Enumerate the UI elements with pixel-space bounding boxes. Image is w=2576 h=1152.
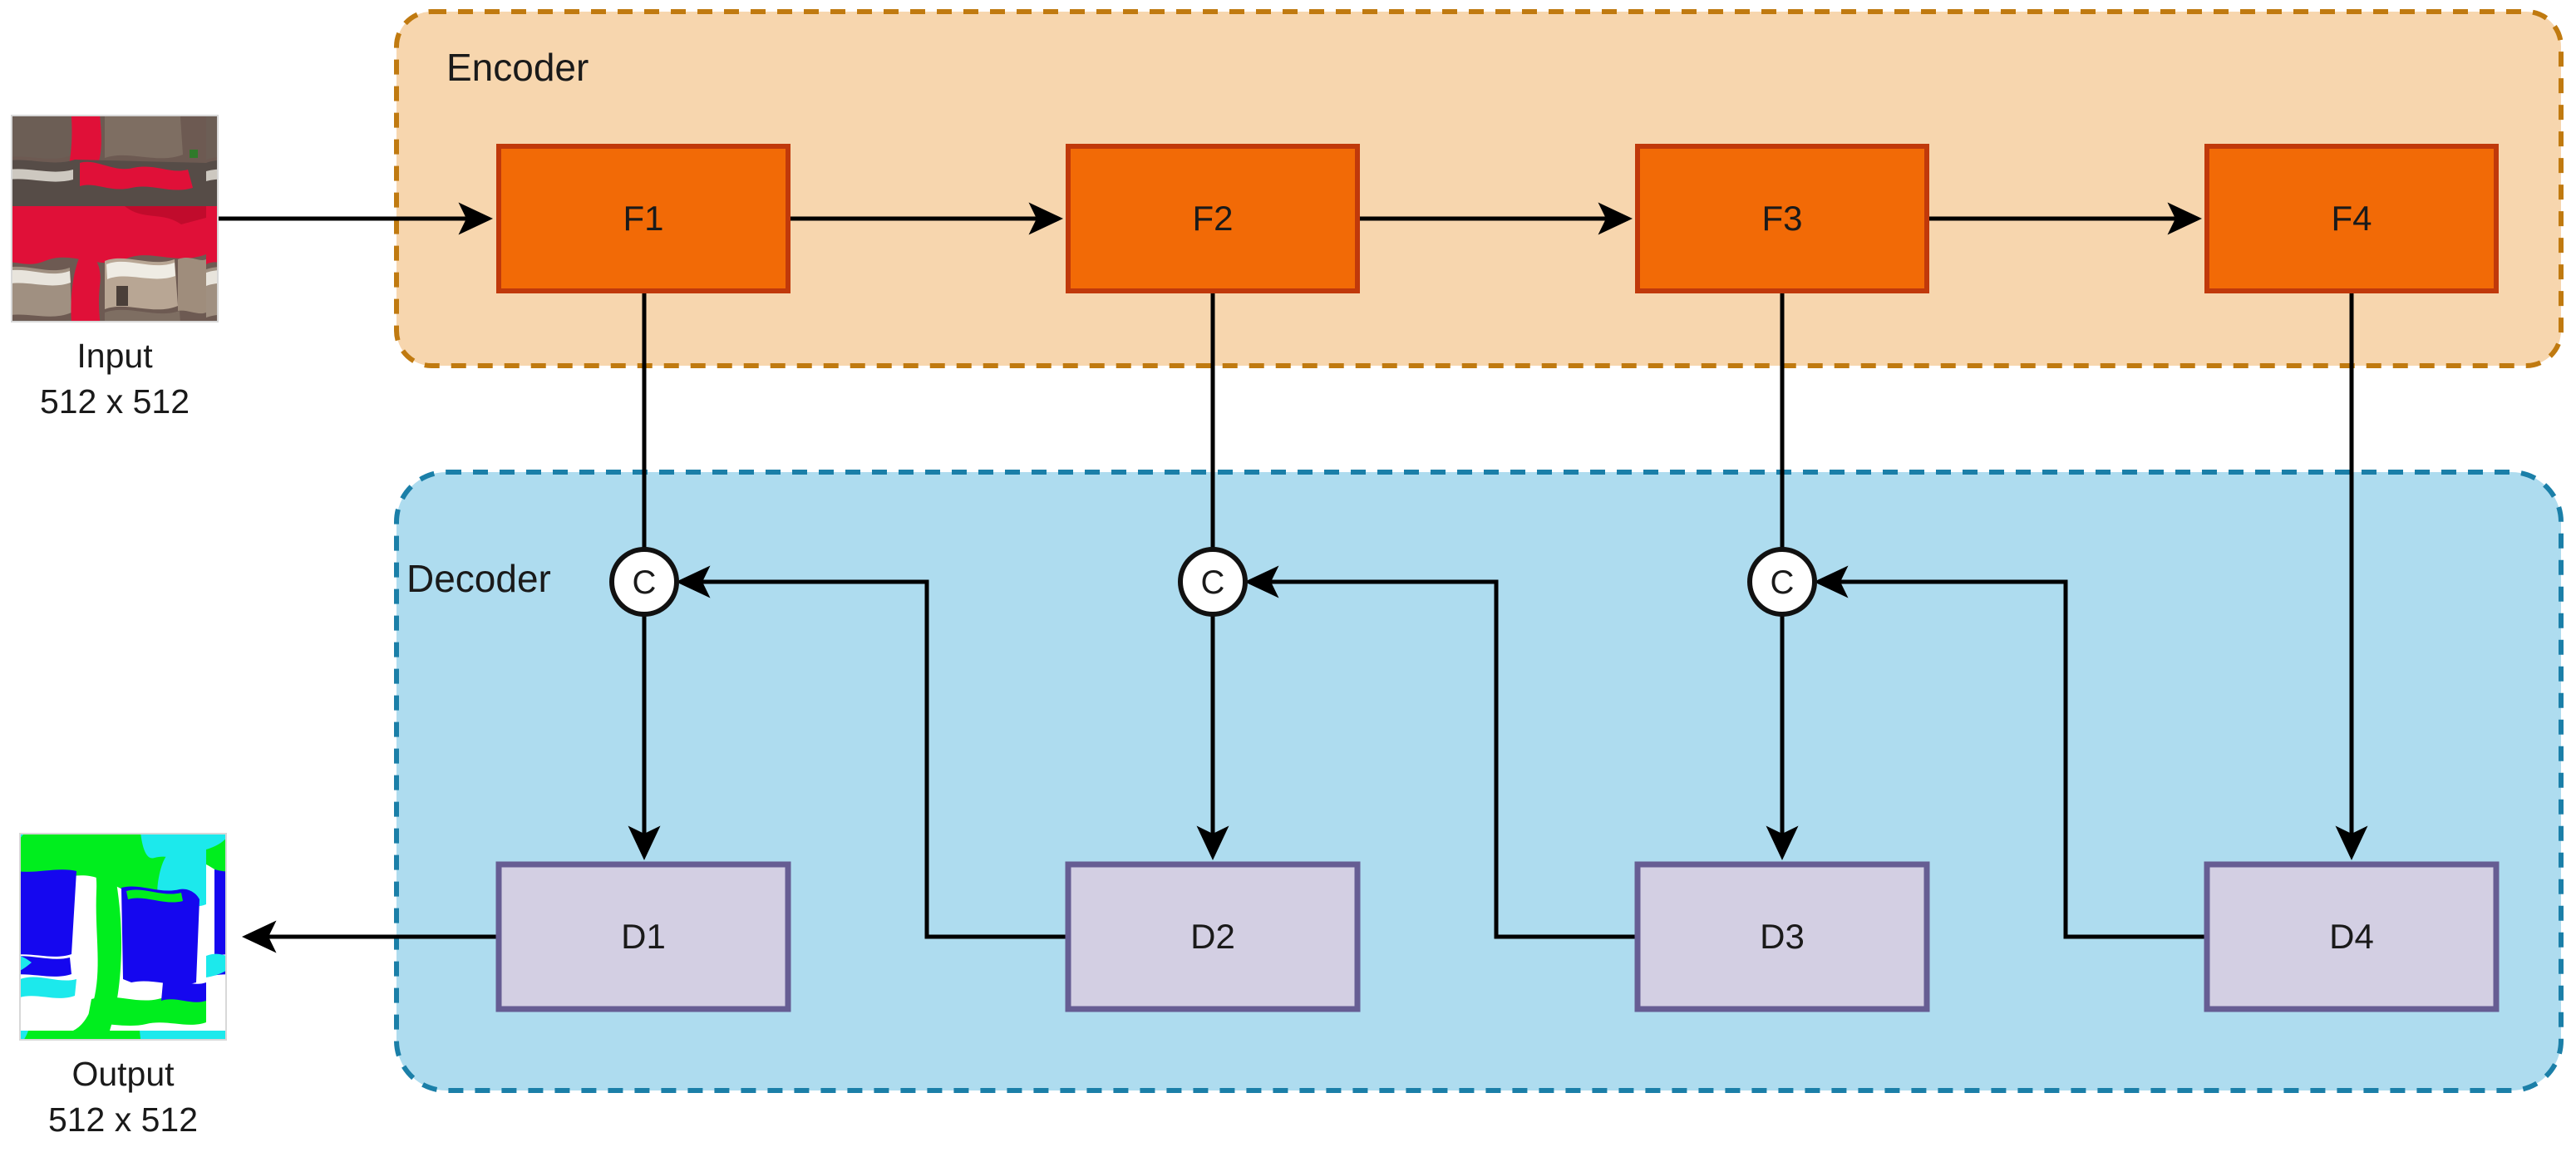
concat-node-1[interactable]: C (609, 547, 679, 617)
decoder-block-d1[interactable]: D1 (495, 861, 791, 1012)
concat-node-3-circle[interactable] (1747, 547, 1817, 617)
edge-d2-to-concat1 (675, 565, 1068, 939)
encoder-block-f4[interactable]: F4 (2204, 144, 2499, 293)
decoder-block-d3-label: D3 (1760, 917, 1805, 956)
concat-node-3-label: C (1771, 564, 1795, 601)
concat-node-2-circle[interactable] (1178, 547, 1248, 617)
decoder-block-d1-label: D1 (621, 917, 666, 956)
encoder-group-label: Encoder (446, 46, 589, 89)
decoder-group-label: Decoder (406, 557, 551, 600)
decoder-block-d3[interactable]: D3 (1634, 861, 1930, 1012)
concat-node-3[interactable]: C (1747, 547, 1817, 617)
output-image (19, 833, 227, 1041)
encoder-block-f3-rect[interactable] (1635, 144, 1929, 293)
concat-node-1-circle[interactable] (609, 547, 679, 617)
edge-d3-to-concat2 (1244, 565, 1638, 939)
concat-node-2[interactable]: C (1178, 547, 1248, 617)
concat-node-1-label: C (633, 564, 657, 601)
decoder-block-d2[interactable]: D2 (1065, 861, 1361, 1012)
output-caption-line2: 512 x 512 (48, 1100, 198, 1139)
input-caption-line2: 512 x 512 (40, 382, 190, 421)
decoder-block-d1-rect[interactable] (495, 861, 791, 1012)
decoder-block-d4-rect[interactable] (2204, 861, 2500, 1012)
concat-node-2-label: C (1201, 564, 1225, 601)
encoder-block-f3[interactable]: F3 (1635, 144, 1929, 293)
output-image-group: Output 512 x 512 (19, 833, 227, 1139)
input-caption-line1: Input (76, 337, 153, 375)
encoder-block-f2-rect[interactable] (1066, 144, 1360, 293)
decoder-block-d4-label: D4 (2329, 917, 2374, 956)
decoder-block-d2-rect[interactable] (1065, 861, 1361, 1012)
decoder-block-d4[interactable]: D4 (2204, 861, 2500, 1012)
encoder-block-f1[interactable]: F1 (496, 144, 791, 293)
input-image-group: Input 512 x 512 (11, 115, 219, 421)
output-caption-line1: Output (71, 1055, 175, 1093)
encoder-block-f4-rect[interactable] (2204, 144, 2499, 293)
encoder-block-f1-rect[interactable] (496, 144, 791, 293)
encoder-block-f2-label: F2 (1192, 199, 1233, 238)
input-image (11, 115, 219, 322)
decoder-block-d2-label: D2 (1190, 917, 1235, 956)
encoder-block-f3-label: F3 (1761, 199, 1802, 238)
edge-d4-to-concat3 (1813, 565, 2207, 939)
encoder-block-f2[interactable]: F2 (1066, 144, 1360, 293)
encoder-group: Encoder (394, 9, 2564, 368)
decoder-block-d3-rect[interactable] (1634, 861, 1930, 1012)
encoder-container (394, 9, 2564, 368)
encoder-block-f4-label: F4 (2331, 199, 2372, 238)
skip-connection-edges (241, 291, 2368, 953)
encoder-block-f1-label: F1 (623, 199, 663, 238)
